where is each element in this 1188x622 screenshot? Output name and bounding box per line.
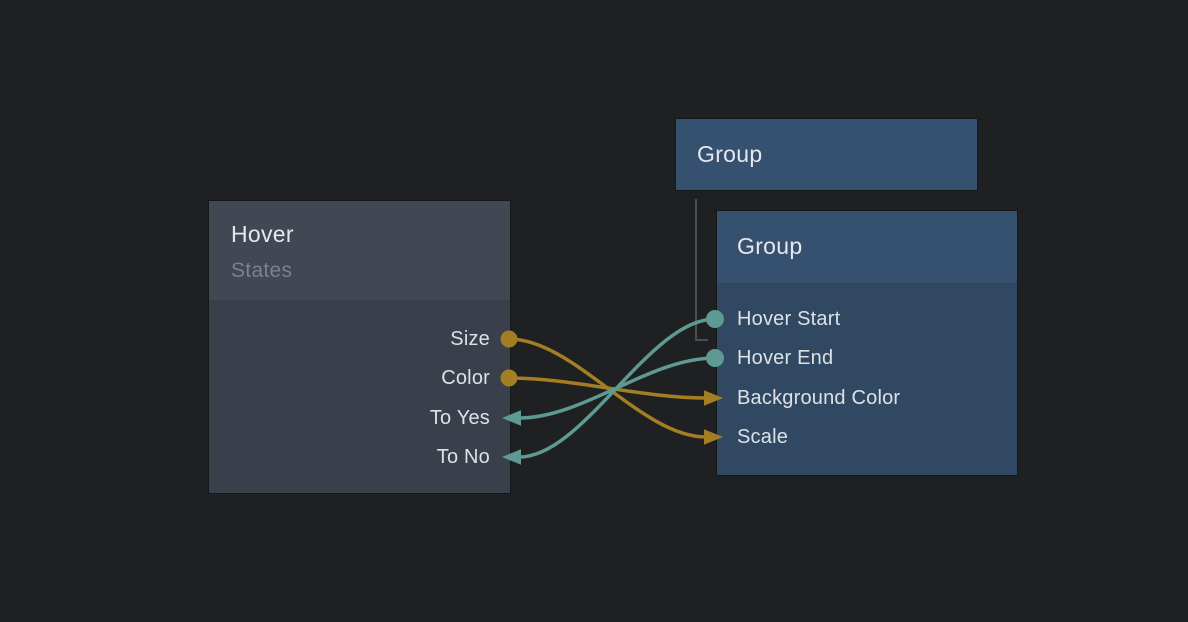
port-label: Hover End [737, 346, 834, 369]
node-hover-states[interactable]: Hover States Size Color To Yes To No [209, 201, 510, 493]
connection-hover-end-to-to-yes[interactable] [517, 356, 717, 420]
node-title: Group [737, 233, 803, 260]
node-group-parent-header[interactable]: Group [676, 119, 977, 190]
port-label: Color [441, 366, 490, 389]
port-label: Hover Start [737, 307, 841, 330]
connection-size-to-scale[interactable] [507, 337, 708, 439]
port-label: Background Color [737, 386, 901, 409]
port-to-yes[interactable]: To Yes [209, 398, 510, 438]
node-group-parent[interactable]: Group [676, 119, 977, 190]
node-title: Group [697, 140, 763, 167]
node-hover-states-header[interactable]: Hover States [209, 201, 510, 300]
port-label: Scale [737, 425, 789, 448]
node-group-detail-header[interactable]: Group [717, 211, 1017, 283]
node-subtitle: States [231, 258, 293, 282]
node-group-detail[interactable]: Group Hover Start Hover End Background C… [717, 211, 1017, 475]
port-hover-start[interactable]: Hover Start [717, 299, 1017, 339]
connection-hover-start-to-to-no[interactable] [517, 317, 717, 459]
node-title: Hover [231, 221, 294, 247]
port-label: To Yes [429, 406, 490, 429]
parent-link-line [695, 199, 708, 341]
port-label: Size [450, 327, 490, 350]
port-to-no[interactable]: To No [209, 437, 510, 477]
port-label: To No [436, 445, 490, 468]
port-hover-end[interactable]: Hover End [717, 338, 1017, 378]
port-scale[interactable]: Scale [717, 417, 1017, 457]
connection-color-to-background-color[interactable] [507, 376, 708, 400]
port-size[interactable]: Size [209, 319, 510, 359]
port-background-color[interactable]: Background Color [717, 378, 1017, 418]
port-color[interactable]: Color [209, 358, 510, 398]
